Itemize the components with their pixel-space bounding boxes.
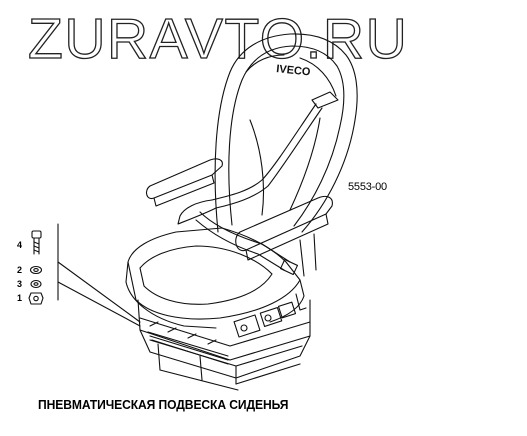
callout-label-4: 4 <box>16 240 22 250</box>
callout-label-1: 1 <box>16 293 22 303</box>
watermark: ZURAVTO.RU <box>27 6 408 70</box>
seat-logo: IVECO <box>276 63 312 79</box>
nut-icon <box>29 265 43 275</box>
right-armrest <box>235 195 333 277</box>
washer-icon <box>30 279 42 289</box>
callout-label-2: 2 <box>16 265 22 275</box>
diagram-caption: ПНЕВМАТИЧЕСКАЯ ПОДВЕСКА СИДЕНЬЯ <box>38 397 289 412</box>
bolt-icon <box>31 230 42 255</box>
suspension-base <box>137 293 311 391</box>
callout-label-3: 3 <box>16 279 22 289</box>
leader-lines <box>57 223 141 327</box>
part-code: 5553-00 <box>348 181 387 193</box>
seat-backrest <box>214 33 358 233</box>
seat-cushion <box>125 227 305 329</box>
watermark-text: ZURAVTO.RU <box>28 7 408 70</box>
hex-nut-icon <box>28 292 44 305</box>
left-armrest <box>145 158 223 207</box>
seat-belt <box>177 91 339 276</box>
